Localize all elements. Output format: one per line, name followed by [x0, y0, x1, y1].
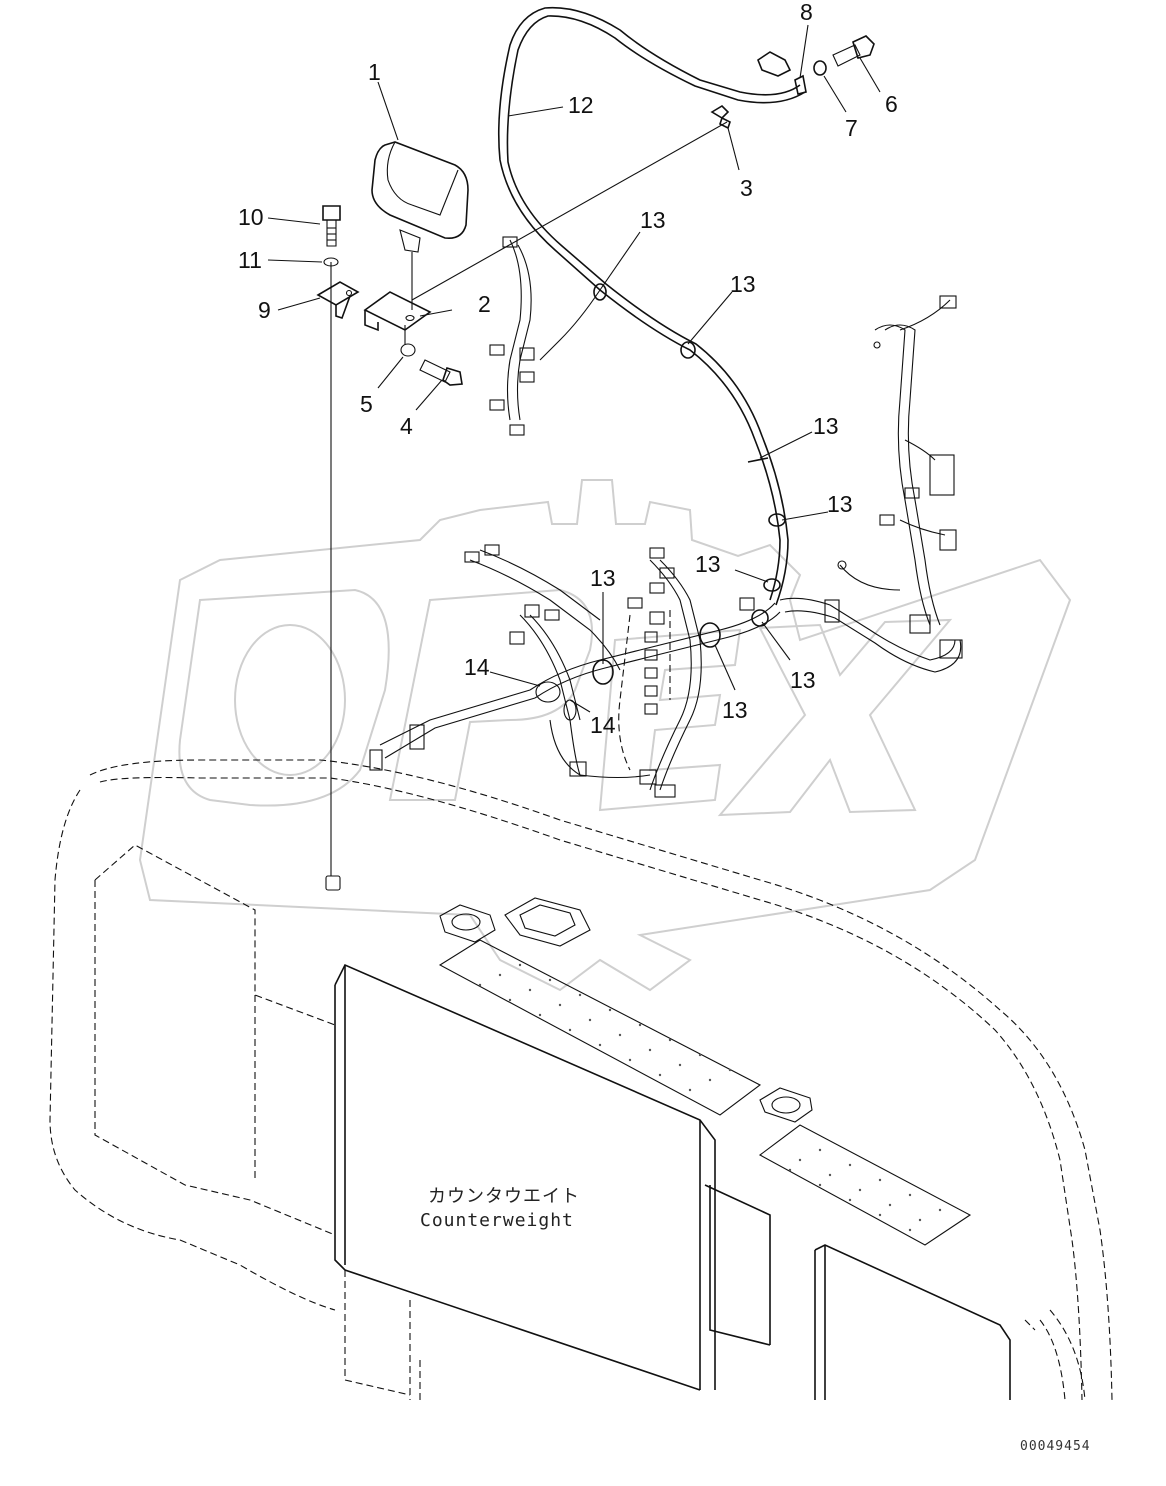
callout-13e: 13	[695, 551, 721, 577]
callout-8: 8	[800, 0, 813, 25]
callout-13c: 13	[813, 413, 839, 439]
bolt-6	[832, 35, 875, 67]
counterweight-label-jp: カウンタウエイト	[428, 1186, 580, 1207]
bolt-4	[419, 359, 463, 386]
counterweight-label-en: Counterweight	[420, 1210, 574, 1231]
cable-ties	[592, 283, 786, 685]
washer-7	[813, 60, 827, 76]
callouts: 1 2 3 4 5 6 7 8 9 10 11 12 13 13 13 13 1…	[238, 0, 898, 738]
callout-2: 2	[478, 291, 491, 317]
bolt-10	[322, 205, 341, 247]
callout-3: 3	[740, 175, 753, 201]
anti-slip-dots	[478, 963, 942, 1232]
callout-14a: 14	[464, 654, 490, 680]
work-lamp	[371, 141, 469, 310]
callout-7: 7	[845, 115, 858, 141]
counterweight-body	[49, 759, 1113, 1401]
callout-13g: 13	[722, 697, 748, 723]
callout-12: 12	[568, 92, 594, 118]
callout-11: 11	[238, 247, 262, 273]
callout-14b: 14	[590, 712, 616, 738]
wire-harness	[369, 6, 963, 798]
callout-9: 9	[258, 297, 271, 323]
lamp-bracket	[363, 291, 432, 332]
callout-13b: 13	[730, 271, 756, 297]
document-number: 00049454	[1020, 1439, 1091, 1454]
washer-5	[400, 343, 416, 357]
watermark-logo	[138, 479, 1072, 992]
callout-13f: 13	[790, 667, 816, 693]
callout-4: 4	[400, 413, 413, 439]
callout-6: 6	[885, 91, 898, 117]
callout-5: 5	[360, 391, 373, 417]
bracket-9	[316, 281, 360, 320]
callout-13h: 13	[590, 565, 616, 591]
clip-8	[757, 51, 807, 95]
callout-1: 1	[368, 59, 381, 85]
clip-3	[710, 104, 731, 130]
callout-13d: 13	[827, 491, 853, 517]
leader-lines	[267, 24, 881, 713]
callout-13a: 13	[640, 207, 666, 233]
callout-10: 10	[238, 204, 264, 230]
